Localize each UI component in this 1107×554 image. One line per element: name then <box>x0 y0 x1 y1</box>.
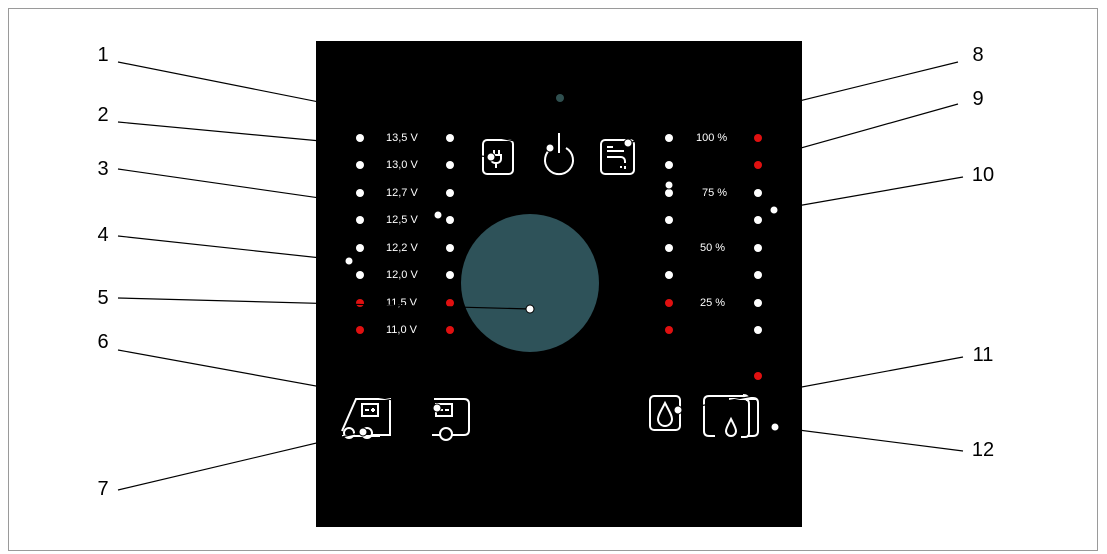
tank-led-right <box>754 326 762 334</box>
voltage-led-right <box>446 244 454 252</box>
callout-12: 12 <box>971 439 995 461</box>
tank-led-left <box>665 326 673 334</box>
voltage-label: 11,0 V <box>386 324 417 336</box>
callout-3: 3 <box>97 158 109 180</box>
callout-7: 7 <box>97 478 109 500</box>
tank-led-left <box>665 244 673 252</box>
callout-11: 11 <box>972 344 994 366</box>
tank-led-right <box>754 216 762 224</box>
callout-2: 2 <box>97 104 109 126</box>
voltage-led-left <box>356 161 364 169</box>
voltage-label: 11,5 V <box>386 297 417 309</box>
voltage-led-left <box>356 134 364 142</box>
voltage-led-left <box>356 244 364 252</box>
callout-5: 5 <box>97 287 109 309</box>
voltage-led-left <box>356 299 364 307</box>
voltage-label: 12,0 V <box>386 269 418 281</box>
tank-led-left <box>665 134 673 142</box>
voltage-label: 12,5 V <box>386 214 418 226</box>
status-led <box>556 94 564 102</box>
tank-led-left <box>665 161 673 169</box>
tank-led-left <box>665 189 673 197</box>
voltage-label: 12,7 V <box>386 187 418 199</box>
tank-led-right <box>754 161 762 169</box>
tank-led-left <box>665 299 673 307</box>
tank-label: 50 % <box>700 242 726 254</box>
tank-led-right <box>754 271 762 279</box>
tank-led-right <box>754 134 762 142</box>
voltage-led-left <box>356 189 364 197</box>
voltage-led-right <box>446 189 454 197</box>
tank-label: 25 % <box>700 297 726 309</box>
voltage-label: 13,5 V <box>386 132 418 144</box>
voltage-label: 13,0 V <box>386 159 418 171</box>
callout-9: 9 <box>972 88 984 110</box>
tank-led-right <box>754 372 762 380</box>
voltage-led-left <box>356 216 364 224</box>
callout-1: 1 <box>97 44 109 66</box>
tank-led-left <box>665 271 673 279</box>
tank-led-left <box>665 216 673 224</box>
callout-6: 6 <box>97 331 109 353</box>
callout-10: 10 <box>971 164 995 186</box>
power-icon <box>544 133 574 176</box>
tank-led-right <box>754 244 762 252</box>
voltage-led-right <box>446 326 454 334</box>
control-panel: 13,5 V 13,0 V 12,7 V 12,5 V 12,2 V 12,0 … <box>316 41 802 527</box>
tank-led-right <box>754 299 762 307</box>
voltage-led-right <box>446 299 454 307</box>
tank-led-right <box>754 189 762 197</box>
figure-frame <box>8 8 1098 551</box>
rotary-knob <box>461 214 599 352</box>
voltage-led-left <box>356 326 364 334</box>
voltage-led-left <box>356 271 364 279</box>
voltage-label: 12,2 V <box>386 242 418 254</box>
voltage-led-right <box>446 271 454 279</box>
panel-graphic <box>316 41 802 527</box>
callout-4: 4 <box>97 224 109 246</box>
callout-8: 8 <box>972 44 984 66</box>
water-tap-icon <box>600 139 635 175</box>
tank-label: 75 % <box>702 187 728 199</box>
tank-label: 100 % <box>696 132 728 144</box>
voltage-led-right <box>446 161 454 169</box>
voltage-led-right <box>446 134 454 142</box>
voltage-led-right <box>446 216 454 224</box>
